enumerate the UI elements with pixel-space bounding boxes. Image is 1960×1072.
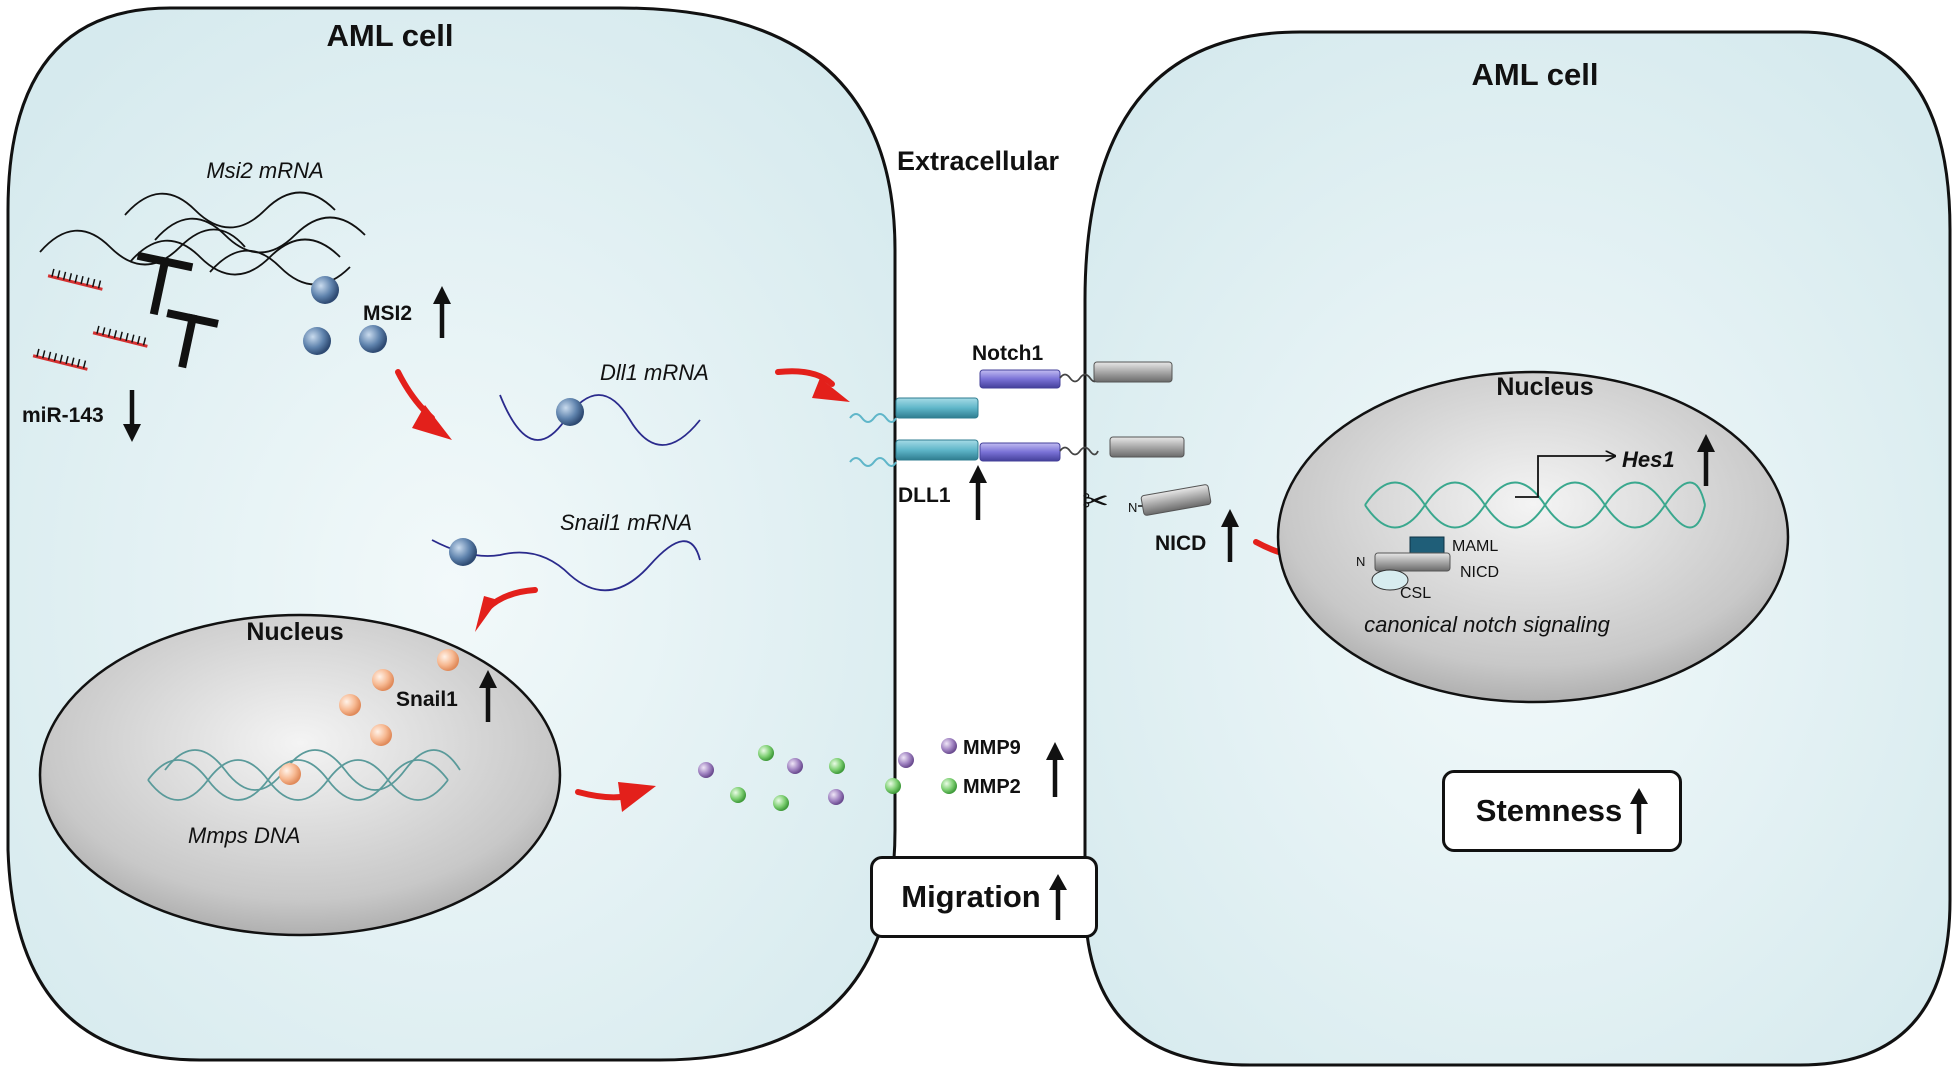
n-terminal-label-nucleus: N xyxy=(1356,554,1365,569)
left-cell-title: AML cell xyxy=(327,18,454,53)
mmp2-dot xyxy=(730,787,746,803)
transcription-complex xyxy=(1371,536,1451,591)
inhibition-icon xyxy=(166,309,219,369)
mmp2-dot xyxy=(829,758,845,774)
snail1-protein xyxy=(279,763,301,785)
red-arrow-msi2-to-dll1 xyxy=(395,369,452,440)
migration-box: Migration xyxy=(870,856,1098,938)
msi2-protein-cluster xyxy=(303,276,387,355)
notch1-label: Notch1 xyxy=(972,342,1043,365)
mir143-strands xyxy=(32,268,148,371)
csl-label: CSL xyxy=(1400,585,1431,602)
mmp9-label: MMP9 xyxy=(963,737,1021,759)
red-arrow-nucleus-to-mmps xyxy=(575,782,656,812)
right-cell-title: AML cell xyxy=(1472,57,1599,92)
dll1-mrna-label: Dll1 mRNA xyxy=(600,360,709,385)
dll1-mrna-strand xyxy=(499,394,701,446)
snail1-protein xyxy=(372,669,394,691)
mir143-strand xyxy=(32,348,88,371)
snail1-label: Snail1 xyxy=(396,688,458,711)
snail1-protein xyxy=(370,724,392,746)
msi2-label: MSI2 xyxy=(363,302,412,325)
n-terminal-label: N xyxy=(1128,500,1137,515)
snail1-mrna-label: Snail1 mRNA xyxy=(560,510,692,535)
msi2-protein xyxy=(303,327,331,355)
dll1-ligand-bottom xyxy=(849,439,979,467)
nicd-label: NICD xyxy=(1155,532,1206,555)
csl-block xyxy=(1371,569,1409,591)
notch1-receptor-top xyxy=(979,361,1173,389)
snail1-protein xyxy=(339,694,361,716)
dll1-label: DLL1 xyxy=(898,484,951,507)
mmp9-dot xyxy=(698,762,714,778)
mmp9-dot xyxy=(828,789,844,805)
mmp-dots xyxy=(698,745,914,811)
msi2-protein xyxy=(556,398,584,426)
snail1-mrna-strand xyxy=(431,539,701,592)
mmp9-dot xyxy=(787,758,803,774)
hes1-dna-helix xyxy=(1364,481,1706,529)
mmp2-dot xyxy=(773,795,789,811)
right-nucleus xyxy=(1276,370,1790,704)
dll1-up-arrow-icon xyxy=(969,465,987,520)
snail1-protein xyxy=(437,649,459,671)
red-arrow-snail1-to-nucleus xyxy=(475,587,538,632)
nicd-nucleus-label: NICD xyxy=(1460,564,1499,581)
nicd-block xyxy=(1374,552,1451,572)
msi2-mrna-label: Msi2 mRNA xyxy=(206,158,323,183)
left-nucleus-label: Nucleus xyxy=(246,618,343,646)
mir143-strand xyxy=(47,268,103,291)
migration-label: Migration xyxy=(901,879,1041,914)
hes1-up-arrow-icon xyxy=(1697,434,1715,486)
stemness-label: Stemness xyxy=(1475,793,1623,828)
nicd-up-arrow-icon xyxy=(1221,509,1239,562)
mir143-strand xyxy=(92,325,148,348)
inhibition-icon xyxy=(136,251,194,316)
msi2-up-arrow-icon xyxy=(433,286,451,338)
right-nucleus-label: Nucleus xyxy=(1496,373,1593,401)
maml-block xyxy=(1409,536,1445,554)
mmp-up-arrow-icon xyxy=(1046,742,1064,797)
mmp9-dot xyxy=(898,752,914,768)
mmps-dna-label: Mmps DNA xyxy=(188,823,300,848)
scissors-icon: ✂ xyxy=(1082,482,1109,520)
msi2-mrna-strands xyxy=(39,191,366,286)
mir143-down-arrow-icon xyxy=(123,390,141,442)
mmps-dna-helix xyxy=(147,749,461,801)
hes1-label: Hes1 xyxy=(1622,447,1675,472)
red-arrow-dll1-to-membrane xyxy=(775,368,850,402)
snail1-protein-cluster xyxy=(279,649,459,785)
mmp2-label: MMP2 xyxy=(963,776,1021,798)
migration-up-arrow-icon xyxy=(1048,874,1067,920)
stemness-box: Stemness xyxy=(1442,770,1682,852)
mmp2-dot xyxy=(885,778,901,794)
mmp2-legend-dot xyxy=(941,778,957,794)
cleaved-nicd xyxy=(1140,484,1212,516)
inhibition-symbols xyxy=(136,251,219,369)
canonical-notch-label: canonical notch signaling xyxy=(1364,612,1611,637)
mmp2-dot xyxy=(758,745,774,761)
dll1-ligand-top xyxy=(849,397,979,423)
mmp9-legend-dot xyxy=(941,738,957,754)
maml-label: MAML xyxy=(1452,538,1498,555)
notch1-receptor-bottom xyxy=(979,436,1185,462)
mir143-label: miR-143 xyxy=(22,404,104,427)
msi2-protein xyxy=(359,325,387,353)
transcription-start-arrow xyxy=(1515,456,1615,498)
msi2-protein xyxy=(449,538,477,566)
stemness-up-arrow-icon xyxy=(1630,788,1649,834)
msi2-protein xyxy=(311,276,339,304)
extracellular-label: Extracellular xyxy=(897,146,1060,176)
snail1-up-arrow-icon xyxy=(479,670,497,722)
